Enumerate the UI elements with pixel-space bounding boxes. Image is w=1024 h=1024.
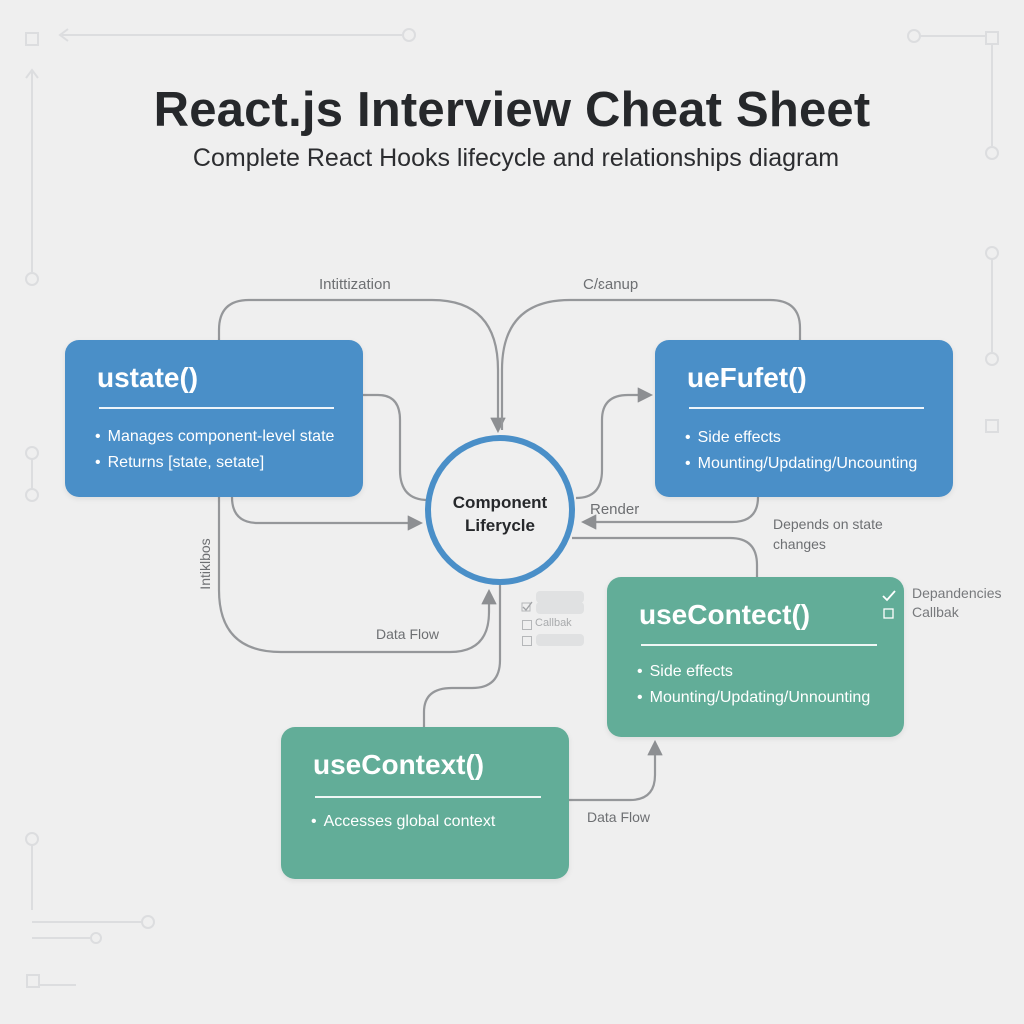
bullet-item: Side effects	[637, 659, 870, 685]
label-depends: Depends on state changes	[773, 514, 883, 554]
hook-card-usecontext[interactable]: useContext() Accesses global context	[281, 727, 569, 879]
edge-ustate-bottom	[230, 496, 424, 531]
hook-bullets: Side effects Mounting/Updating/Uncountin…	[685, 425, 918, 477]
bullet-item: Accesses global context	[311, 809, 496, 835]
hook-card-usecontect[interactable]: useContect() Side effects Mounting/Updat…	[607, 577, 904, 737]
page-title: React.js Interview Cheat Sheet	[153, 83, 871, 137]
check-icon	[521, 601, 533, 612]
bullet-item: Side effects	[685, 425, 917, 451]
checklist-item-dependencies: Depandencies	[912, 585, 1002, 601]
edge-data-flow-left	[217, 497, 497, 654]
label-depends-line2: changes	[773, 536, 826, 552]
page-subtitle: Complete React Hooks lifecycle and relat…	[192, 144, 840, 172]
label-initialization: Intittization	[319, 276, 391, 293]
hook-card-ustate[interactable]: ustate() Manages component-level state R…	[65, 340, 363, 497]
hook-title: ueFufet()	[687, 362, 807, 393]
check-icon	[882, 590, 896, 602]
checkbox-icon	[883, 608, 894, 619]
hook-card-uefufet[interactable]: ueFufet() Side effects Mounting/Updating…	[655, 340, 953, 497]
hook-bullets: Side effects Mounting/Updating/Unnountin…	[637, 659, 871, 711]
label-initiallbos: Intiklbos	[197, 538, 213, 590]
edge-depends	[572, 536, 759, 578]
hook-title: useContext()	[313, 749, 485, 780]
label-render: Render	[590, 501, 640, 518]
lifecycle-label-line1: Component	[452, 493, 548, 512]
card-checklist-icons	[882, 590, 896, 619]
right-checklist: Depandencies Callbak	[912, 584, 1002, 622]
lifecycle-label-line2: Liferycle	[465, 516, 535, 535]
label-depends-line1: Depends on state	[773, 516, 883, 532]
hook-title: ustate()	[97, 362, 199, 393]
hook-title: useContect()	[639, 599, 811, 630]
mini-checklist: Callbak	[518, 590, 588, 648]
divider	[99, 407, 334, 409]
bullet-item: Mounting/Updating/Unnounting	[637, 685, 871, 711]
checklist-item-callback: Callbak	[912, 604, 959, 620]
edge-ustate-right	[363, 393, 429, 502]
hook-bullets: Manages component-level state Returns [s…	[95, 424, 335, 476]
bullet-item: Manages component-level state	[95, 424, 335, 450]
edge-data-flow-bottom	[569, 739, 663, 802]
checkbox-icon[interactable]	[522, 636, 532, 646]
divider	[641, 644, 877, 646]
divider	[315, 796, 541, 798]
label-data-flow-left: Data Flow	[376, 626, 440, 642]
placeholder-bar	[536, 634, 584, 646]
divider	[689, 407, 924, 409]
mini-checklist-callback: Callbak	[535, 617, 572, 629]
edge-render	[580, 496, 760, 530]
placeholder-bar	[536, 602, 584, 614]
label-cleanup: C/ɛanup	[583, 276, 639, 293]
component-lifecycle-node[interactable]: Component Liferycle	[425, 435, 575, 585]
label-data-flow-bottom: Data Flow	[587, 809, 651, 825]
deco-square-icon	[25, 32, 39, 46]
checkbox-icon[interactable]	[522, 620, 532, 630]
bullet-item: Returns [state, setate]	[95, 450, 334, 476]
edge-to-uefufet	[575, 387, 654, 500]
edge-cleanup	[500, 298, 802, 430]
deco-node-icon	[402, 28, 416, 42]
bullet-item: Mounting/Updating/Uncounting	[685, 451, 918, 477]
edge-initialization	[217, 298, 506, 434]
edge-usecontext-up	[422, 585, 502, 728]
placeholder-bar	[536, 591, 584, 603]
hook-bullets: Accesses global context	[311, 809, 496, 835]
